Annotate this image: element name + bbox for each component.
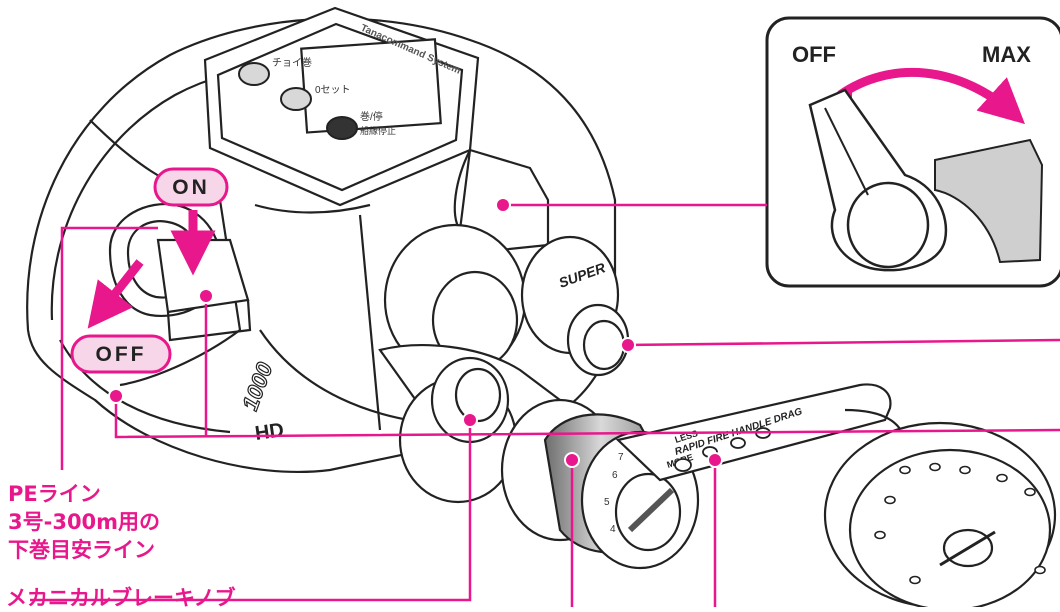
button-1-label: チョイ巻 bbox=[272, 57, 312, 69]
off-pill: OFF bbox=[70, 334, 172, 374]
spool bbox=[500, 398, 700, 570]
callout-dot-drag-lever bbox=[495, 197, 511, 213]
pe-line-note-1: PEライン bbox=[8, 482, 101, 506]
button-3-label: 巻/停 bbox=[360, 110, 383, 123]
inset-max-lever bbox=[934, 138, 1044, 264]
drag-scale-mark: 7 bbox=[618, 452, 624, 463]
callout-dot-handle bbox=[707, 452, 723, 468]
callout-dot-body bbox=[108, 388, 124, 404]
callout-dot-clutch bbox=[198, 288, 214, 304]
button-2-label: 0セット bbox=[315, 84, 351, 96]
off-diagonal-arrow bbox=[87, 259, 144, 329]
inset-max-label: MAX bbox=[982, 42, 1031, 67]
model-suffix: HD bbox=[254, 419, 286, 445]
drag-scale-mark: 4 bbox=[610, 524, 616, 535]
drag-scale-mark: 5 bbox=[604, 497, 610, 508]
mechanical-brake-knob-label: メカニカルブレーキノブ bbox=[6, 586, 236, 610]
callout-dot-power-dial bbox=[620, 337, 636, 353]
mechanical-brake-knob[interactable] bbox=[430, 356, 510, 444]
inset-curved-arrow bbox=[837, 68, 1025, 125]
callout-lines bbox=[30, 203, 1060, 607]
pe-line-note: PEライン 3号-300m用の 下巻目安ライン bbox=[8, 480, 160, 564]
callout-dots bbox=[108, 197, 723, 468]
pe-line-note-2: 3号-300m用の bbox=[8, 510, 161, 534]
on-pill: ON bbox=[153, 167, 229, 207]
choi-maki-button[interactable] bbox=[238, 62, 270, 86]
off-label: OFF bbox=[96, 343, 147, 366]
callout-dot-brake-knob bbox=[462, 412, 478, 428]
handle-knob[interactable] bbox=[823, 421, 1057, 607]
on-label: ON bbox=[172, 176, 210, 199]
inset-off-label: OFF bbox=[792, 42, 836, 67]
power-dial[interactable] bbox=[520, 235, 630, 377]
pe-line-note-3: 下巻目安ライン bbox=[8, 538, 155, 562]
handle-knob-dimples bbox=[874, 462, 1046, 585]
callout-dot-spool bbox=[564, 452, 580, 468]
inset-lever-pivot bbox=[846, 181, 930, 269]
drag-lever-inset: OFF MAX bbox=[765, 16, 1060, 288]
inset-lever-ridge bbox=[824, 107, 869, 196]
button-3-sub-label: 船縁停止 bbox=[360, 125, 396, 136]
drag-scale-mark: 6 bbox=[612, 470, 618, 481]
maki-tei-button[interactable] bbox=[326, 116, 358, 140]
panel-buttons: チョイ巻 0セット 巻/停 船縁停止 bbox=[238, 57, 396, 140]
zero-set-button[interactable] bbox=[280, 87, 312, 111]
